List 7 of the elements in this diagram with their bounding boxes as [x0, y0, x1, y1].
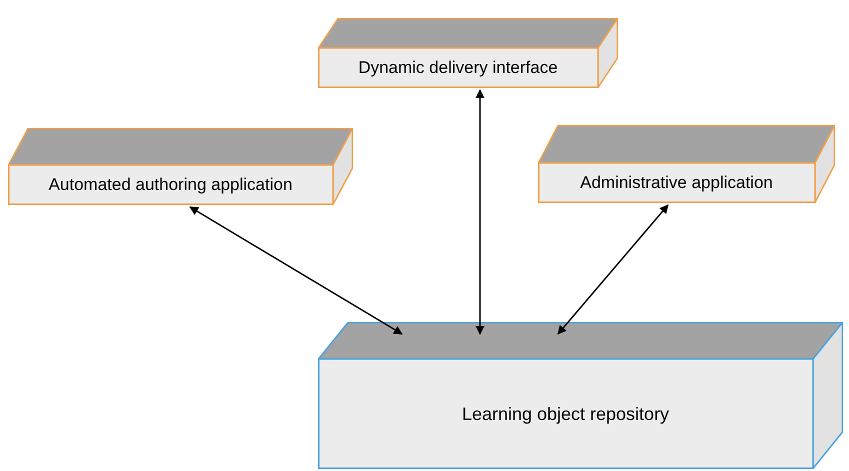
- double-arrow: [189, 206, 403, 335]
- double-arrow: [557, 204, 669, 335]
- double-arrow: [476, 89, 484, 335]
- box-label: Automated authoring application: [48, 174, 292, 196]
- box-label: Learning object repository: [462, 402, 670, 426]
- box-label: Dynamic delivery interface: [358, 57, 558, 80]
- box-label: Administrative application: [580, 172, 773, 194]
